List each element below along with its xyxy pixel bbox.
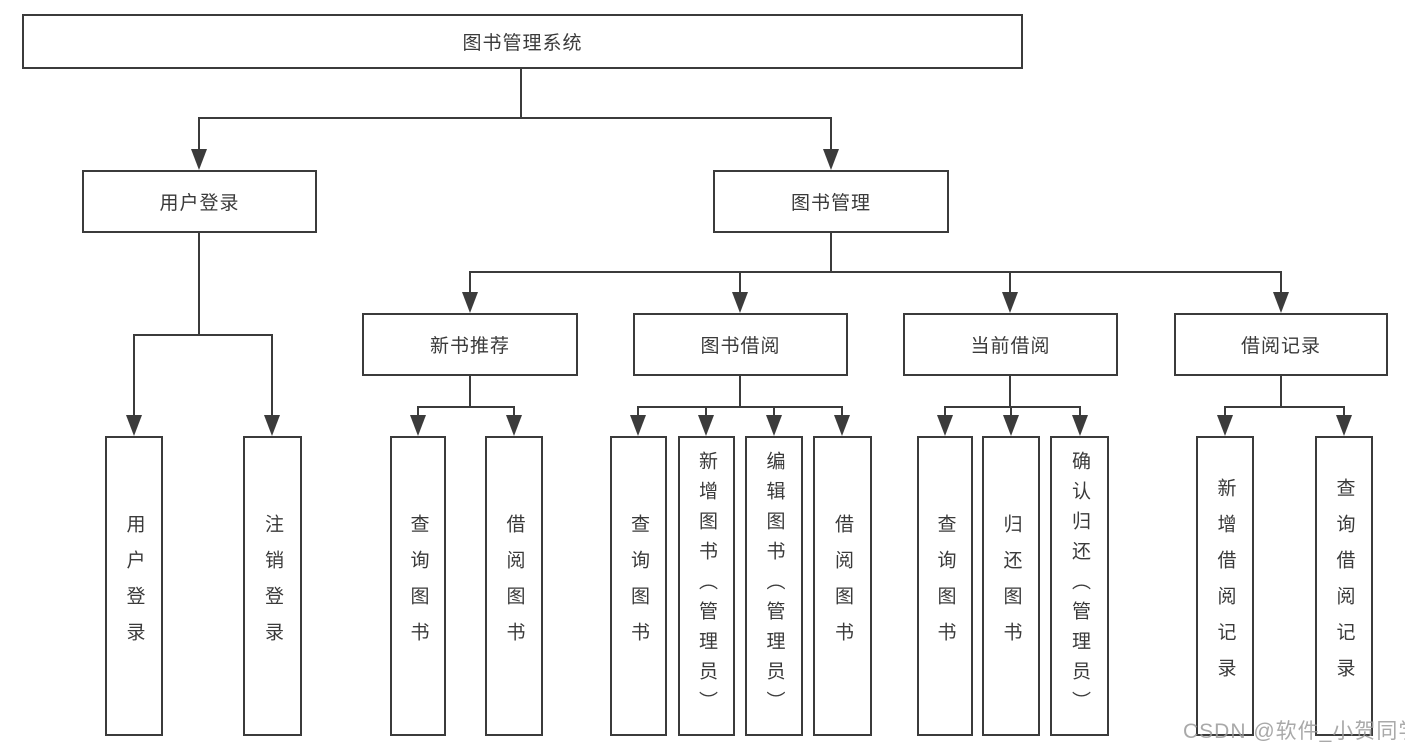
node-label: 借阅记录 (1240, 336, 1321, 357)
connector-line (1009, 376, 1011, 406)
node-label: 新增借阅记录 (1214, 478, 1236, 694)
node-new-book-recommend: 新书推荐 (362, 313, 578, 376)
node-user-login: 用户登录 (82, 170, 317, 233)
node-leaf-edit-books-admin: 编辑图书（管理员） (745, 436, 803, 736)
connector-line (133, 334, 273, 336)
node-leaf-confirm-return-admin: 确认归还（管理员） (1050, 436, 1109, 736)
csdn-watermark: CSDN @软件_小贺同学 (1183, 720, 1405, 743)
connector-line (520, 69, 522, 117)
arrowhead-icon (1002, 292, 1018, 313)
connector-line (944, 406, 946, 417)
connector-line (705, 406, 707, 417)
node-label: 查询图书 (934, 514, 956, 658)
connector-line (198, 117, 832, 119)
arrowhead-icon (191, 149, 207, 170)
connector-line (1343, 406, 1345, 417)
node-label: 新书推荐 (429, 336, 510, 357)
node-root-library-system: 图书管理系统 (22, 14, 1023, 69)
connector-line (513, 406, 515, 417)
arrowhead-icon (126, 415, 142, 436)
connector-line (469, 376, 471, 406)
node-label: 借阅图书 (832, 514, 853, 658)
connector-line (1280, 376, 1282, 406)
connector-line (469, 271, 1282, 273)
arrowhead-icon (823, 149, 839, 170)
connector-line (417, 406, 419, 417)
node-book-management: 图书管理 (713, 170, 949, 233)
node-label: 图书管理系统 (462, 33, 583, 54)
arrowhead-icon (1217, 415, 1233, 436)
arrowhead-icon (766, 415, 782, 436)
arrowhead-icon (1273, 292, 1289, 313)
node-book-borrowing: 图书借阅 (633, 313, 848, 376)
node-label: 图书借阅 (700, 336, 781, 357)
node-leaf-query-borrow-record: 查询借阅记录 (1315, 436, 1373, 736)
node-leaf-add-books-admin: 新增图书（管理员） (678, 436, 735, 736)
arrowhead-icon (410, 415, 426, 436)
node-label: 新增图书（管理员） (696, 451, 717, 721)
arrowhead-icon (506, 415, 522, 436)
node-leaf-query-books-current: 查询图书 (917, 436, 973, 736)
node-label: 确认归还（管理员） (1069, 451, 1090, 721)
node-label: 当前借阅 (970, 336, 1051, 357)
connector-line (1224, 406, 1226, 417)
node-label: 查询借阅记录 (1333, 478, 1355, 694)
connector-line (133, 334, 135, 417)
node-leaf-borrow-books-recommend: 借阅图书 (485, 436, 543, 736)
node-label: 用户登录 (123, 514, 145, 658)
arrowhead-icon (732, 292, 748, 313)
connector-line (1009, 271, 1011, 294)
node-current-borrowing: 当前借阅 (903, 313, 1118, 376)
connector-line (830, 117, 832, 151)
node-label: 借阅图书 (503, 514, 525, 658)
connector-line (841, 406, 843, 417)
node-label: 用户登录 (159, 193, 240, 214)
connector-line (1079, 406, 1081, 417)
connector-line (198, 233, 200, 334)
node-leaf-query-books-recommend: 查询图书 (390, 436, 446, 736)
connector-line (1010, 406, 1012, 417)
connector-line (271, 334, 273, 417)
arrowhead-icon (937, 415, 953, 436)
node-label: 编辑图书（管理员） (763, 451, 785, 721)
connector-line (637, 406, 639, 417)
connector-line (1280, 271, 1282, 294)
connector-line (1224, 406, 1345, 408)
connector-line (198, 117, 200, 151)
node-borrow-records: 借阅记录 (1174, 313, 1388, 376)
node-label: 图书管理 (790, 193, 871, 214)
arrowhead-icon (834, 415, 850, 436)
connector-line (417, 406, 515, 408)
node-leaf-return-books: 归还图书 (982, 436, 1040, 736)
connector-line (830, 233, 832, 271)
connector-line (944, 406, 1081, 408)
connector-line (773, 406, 775, 417)
node-label: 注销登录 (262, 514, 283, 658)
connector-line (739, 376, 741, 406)
connector-line (637, 406, 843, 408)
arrowhead-icon (264, 415, 280, 436)
node-leaf-user-login: 用户登录 (105, 436, 163, 736)
node-leaf-logout: 注销登录 (243, 436, 302, 736)
node-leaf-borrow-books-borrowing: 借阅图书 (813, 436, 872, 736)
node-leaf-add-borrow-record: 新增借阅记录 (1196, 436, 1254, 736)
node-leaf-query-books-borrowing: 查询图书 (610, 436, 667, 736)
connector-line (739, 271, 741, 294)
arrowhead-icon (1336, 415, 1352, 436)
node-label: 归还图书 (1000, 514, 1022, 658)
arrowhead-icon (462, 292, 478, 313)
arrowhead-icon (1003, 415, 1019, 436)
node-label: 查询图书 (628, 514, 649, 658)
arrowhead-icon (630, 415, 646, 436)
arrowhead-icon (1072, 415, 1088, 436)
connector-line (469, 271, 471, 294)
arrowhead-icon (698, 415, 714, 436)
node-label: 查询图书 (407, 514, 429, 658)
